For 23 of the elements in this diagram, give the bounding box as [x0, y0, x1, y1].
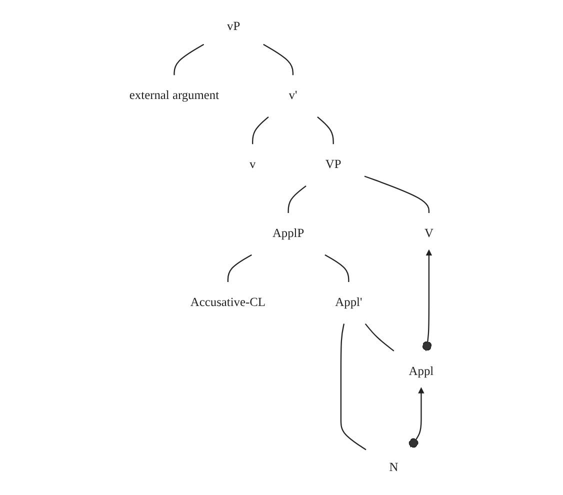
connector [317, 116, 334, 144]
node-text: Appl' [335, 296, 362, 310]
arrow [408, 387, 424, 448]
connector [252, 116, 269, 144]
connector [340, 324, 366, 450]
connector [364, 176, 430, 214]
connector [364, 323, 394, 352]
node-text: external argument [129, 89, 220, 102]
connector [263, 44, 294, 76]
connector [174, 44, 204, 76]
connector [227, 254, 252, 282]
node-text: ApplP [272, 226, 304, 240]
node-text: vP [227, 20, 240, 34]
node-text: v' [288, 89, 298, 102]
node-text: N [389, 460, 398, 474]
node-text: Appl [408, 364, 434, 378]
node-text: Accusative-CL [190, 296, 266, 310]
node-text: v [249, 158, 256, 172]
node-text: V [424, 226, 434, 240]
connector [324, 254, 350, 282]
arrow [422, 249, 432, 352]
connector [288, 185, 306, 214]
node-text: VP [325, 158, 342, 172]
